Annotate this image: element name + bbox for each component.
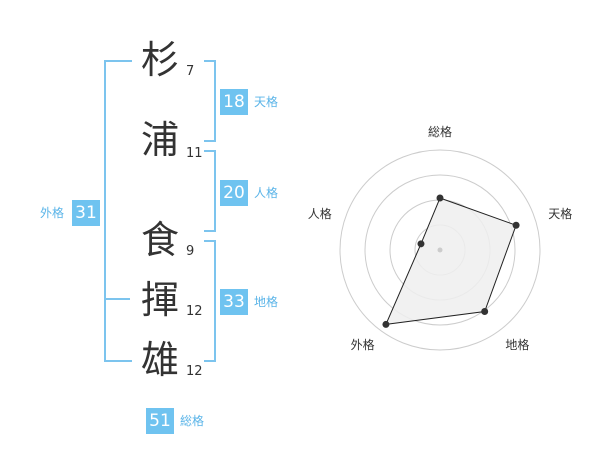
gaikaku-score: 31	[72, 200, 100, 226]
radar-center	[437, 247, 443, 253]
radar-ring	[364, 174, 516, 326]
jinkaku-bracket	[204, 150, 216, 232]
chikaku-label: 地格	[254, 295, 279, 309]
surname-divider-tick	[104, 298, 130, 300]
stroke-count-5: 12	[186, 364, 203, 379]
chikaku-score: 33	[220, 289, 248, 315]
radar-point	[481, 307, 489, 315]
tenkaku-score: 18	[220, 89, 248, 115]
radar-axis-label: 総格	[428, 125, 453, 139]
char-1: 杉	[140, 38, 179, 82]
radar-axis-label: 天格	[548, 206, 573, 221]
gaikaku-label: 外格	[40, 206, 65, 220]
tenkaku-bracket	[204, 60, 216, 142]
gaikaku-bracket	[104, 60, 132, 362]
stroke-count-4: 12	[186, 304, 203, 319]
radar-axis-label: 地格	[505, 338, 530, 353]
tenkaku-label: 天格	[254, 95, 279, 109]
jinkaku-label: 人格	[254, 186, 279, 200]
soukaku-label: 総格	[180, 414, 205, 428]
stroke-count-1: 7	[186, 64, 195, 79]
chikaku-bracket	[204, 240, 216, 362]
radar-point	[436, 194, 444, 202]
radar-ring	[339, 149, 541, 351]
radar-point	[512, 221, 520, 229]
radar-series-polygon	[385, 197, 517, 326]
stroke-count-3: 9	[186, 244, 195, 259]
radar-point	[417, 240, 425, 248]
radar-axis-label: 人格	[307, 206, 332, 221]
soukaku-score: 51	[146, 408, 174, 434]
char-5: 雄	[140, 338, 179, 382]
radar-axis-label: 外格	[350, 338, 375, 353]
radar-point	[382, 320, 390, 328]
char-2: 浦	[140, 118, 179, 162]
char-3: 食	[140, 218, 179, 262]
jinkaku-score: 20	[220, 180, 248, 206]
char-4: 揮	[140, 278, 179, 322]
stroke-count-2: 11	[186, 146, 203, 161]
